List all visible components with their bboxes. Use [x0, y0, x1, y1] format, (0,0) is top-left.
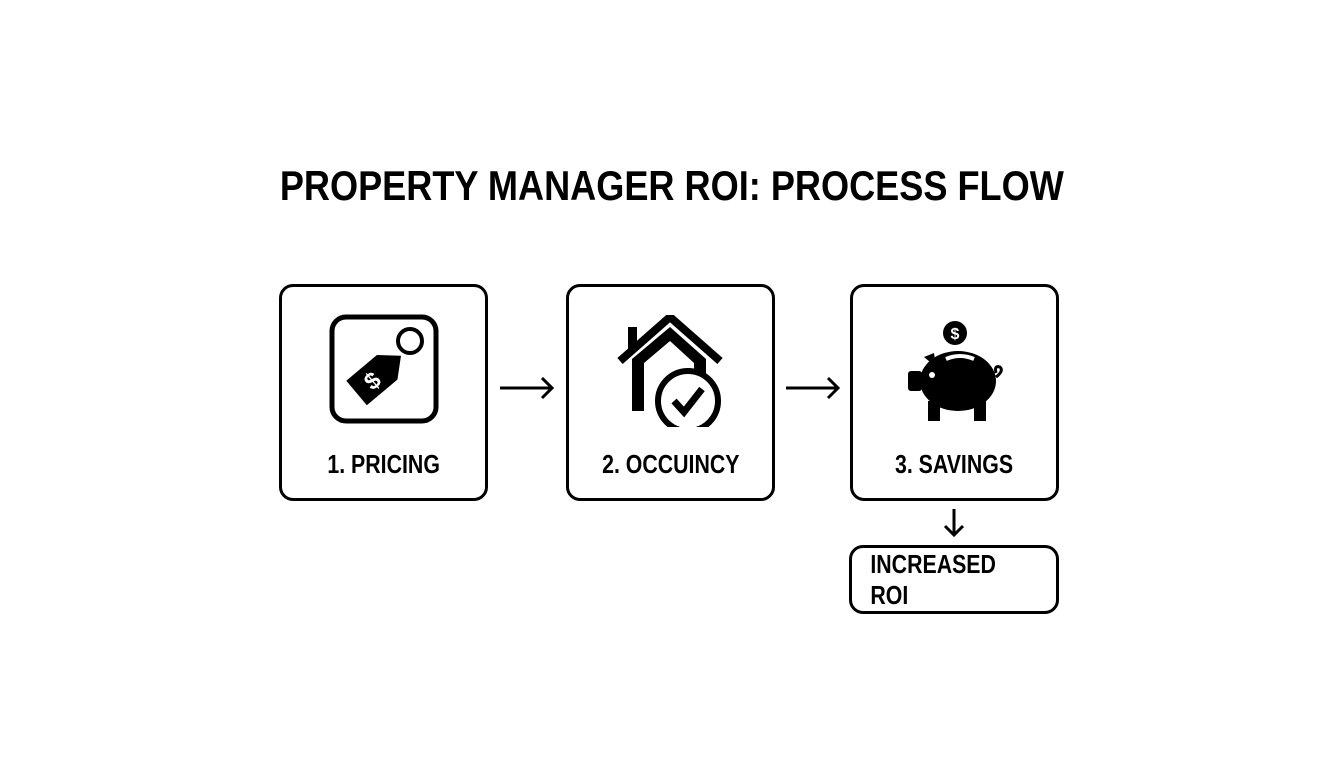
piggy-bank-icon: $: [907, 321, 1003, 421]
svg-text:$: $: [950, 326, 959, 343]
step-occupancy: 2. OCCUINCY: [566, 284, 775, 501]
step-label-text: 1. PRICING: [327, 449, 440, 479]
arrow-down-icon: [943, 509, 965, 538]
step-label-text: 3. SAVINGS: [895, 449, 1014, 479]
step-pricing: $ 1. PRICING: [279, 284, 488, 501]
step-savings: $ 3. SAVINGS: [850, 284, 1059, 501]
step-label: 2. OCCUINCY: [569, 449, 772, 480]
arrow-right-icon: [786, 376, 841, 400]
result-label: INCREASED ROI: [870, 548, 996, 610]
diagram-title-text: PROPERTY MANAGER ROI: PROCESS FLOW: [280, 162, 1064, 209]
step-label-text: 2. OCCUINCY: [601, 449, 740, 479]
diagram-title: PROPERTY MANAGER ROI: PROCESS FLOW: [0, 162, 1344, 210]
arrow-right-icon: [500, 376, 555, 400]
step-label: 1. PRICING: [282, 449, 485, 480]
result-box: INCREASED ROI: [849, 545, 1059, 614]
house-check-icon: [616, 315, 723, 427]
price-tag-icon: $: [329, 314, 438, 424]
step-label: 3. SAVINGS: [853, 449, 1056, 480]
